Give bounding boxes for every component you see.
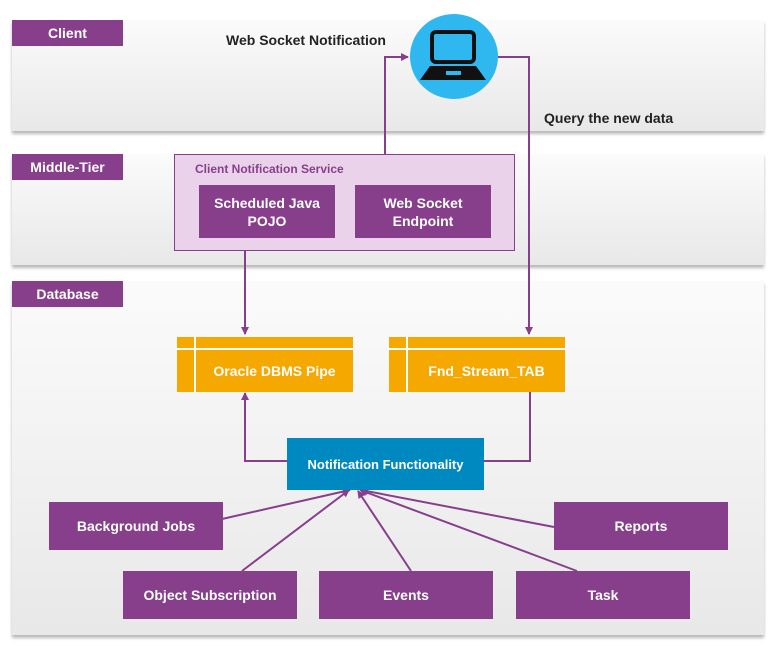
table-header-line [177, 348, 353, 350]
laptop-icon [420, 30, 486, 80]
notification-functionality-box[interactable]: Notification Functionality [287, 438, 484, 490]
web-socket-notification-label: Web Socket Notification [226, 32, 386, 48]
task-label: Task [587, 587, 619, 603]
database-lane-label: Database [12, 281, 123, 307]
web-socket-endpoint-label: Web Socket Endpoint [383, 194, 463, 229]
oracle-dbms-pipe-label: Oracle DBMS Pipe [213, 363, 336, 379]
events-box[interactable]: Events [319, 571, 493, 619]
reports-box[interactable]: Reports [554, 502, 728, 550]
fnd-stream-tab-table[interactable]: Fnd_Stream_TAB [389, 337, 565, 392]
table-header-line [389, 348, 565, 350]
background-jobs-box[interactable]: Background Jobs [49, 502, 223, 550]
reports-label: Reports [614, 518, 668, 534]
client-notification-service-title: Client Notification Service [195, 162, 344, 176]
client-node[interactable] [410, 14, 498, 99]
oracle-dbms-pipe-table[interactable]: Oracle DBMS Pipe [177, 337, 353, 392]
table-column-line [194, 337, 196, 392]
web-socket-endpoint-box[interactable]: Web Socket Endpoint [355, 185, 491, 238]
client-lane-label: Client [12, 20, 123, 46]
query-new-data-label: Query the new data [544, 110, 674, 126]
object-subscription-box[interactable]: Object Subscription [123, 571, 297, 619]
scheduled-java-pojo-label: Scheduled Java POJO [214, 194, 320, 229]
events-label: Events [383, 587, 429, 603]
object-subscription-label: Object Subscription [143, 587, 277, 603]
middle-tier-lane-label: Middle-Tier [12, 154, 123, 180]
notification-functionality-label: Notification Functionality [307, 456, 464, 472]
scheduled-java-pojo-box[interactable]: Scheduled Java POJO [199, 185, 335, 238]
background-jobs-label: Background Jobs [76, 518, 196, 534]
task-box[interactable]: Task [516, 571, 690, 619]
fnd-stream-tab-label: Fnd_Stream_TAB [428, 363, 545, 379]
table-column-line [406, 337, 408, 392]
